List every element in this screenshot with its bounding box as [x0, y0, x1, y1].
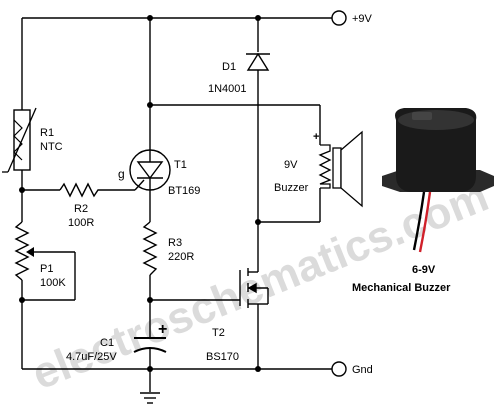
r2-ref: R2: [74, 203, 88, 215]
thyristor-t1: g T1 BT169: [118, 149, 200, 197]
r1-value: NTC: [40, 141, 63, 153]
supply-terminal: +9V: [331, 10, 373, 26]
t1-gate-label: g: [118, 167, 125, 181]
t1-ref: T1: [174, 159, 187, 171]
photo-caption-line2: Mechanical Buzzer: [352, 282, 451, 294]
diode-d1: D1 1N4001: [208, 52, 270, 95]
buzzer-label: Buzzer: [274, 182, 309, 194]
c1-value: 4.7uF/25V: [66, 351, 117, 363]
r2-value: 100R: [68, 217, 94, 229]
r1-ref: R1: [40, 127, 54, 139]
buzzer-polarity: +: [313, 131, 319, 143]
ground-terminal: Gnd: [331, 361, 373, 377]
ground-symbol: [140, 392, 160, 404]
mechanical-buzzer-photo: [382, 108, 494, 253]
p1-value: 100K: [40, 277, 66, 289]
c1-polarity: +: [158, 321, 167, 338]
c1-ref: C1: [100, 337, 114, 349]
d1-ref: D1: [222, 61, 236, 73]
buzzer-voltage: 9V: [284, 159, 298, 171]
resistor-r2: R2 100R: [59, 182, 102, 229]
ntc-thermistor-r1: R1 NTC: [2, 107, 63, 173]
buzzer-symbol: + 9V Buzzer: [274, 130, 363, 208]
photo-caption-line1: 6-9V: [412, 264, 436, 276]
r3-value: 220R: [168, 251, 194, 263]
capacitor-c1: + C1 4.7uF/25V: [66, 320, 167, 363]
r3-ref: R3: [168, 237, 182, 249]
t1-value: BT169: [168, 185, 200, 197]
junction-dots: [19, 15, 261, 372]
t2-value: BS170: [206, 351, 239, 363]
supply-label: +9V: [352, 13, 373, 25]
potentiometer-p1: P1 100K: [14, 221, 66, 289]
resistor-r3: R3 220R: [142, 221, 194, 276]
wires: [21, 17, 332, 392]
d1-value: 1N4001: [208, 83, 247, 95]
t2-ref: T2: [212, 327, 225, 339]
p1-ref: P1: [40, 263, 53, 275]
mosfet-t2: [239, 258, 269, 312]
ground-label: Gnd: [352, 364, 373, 376]
